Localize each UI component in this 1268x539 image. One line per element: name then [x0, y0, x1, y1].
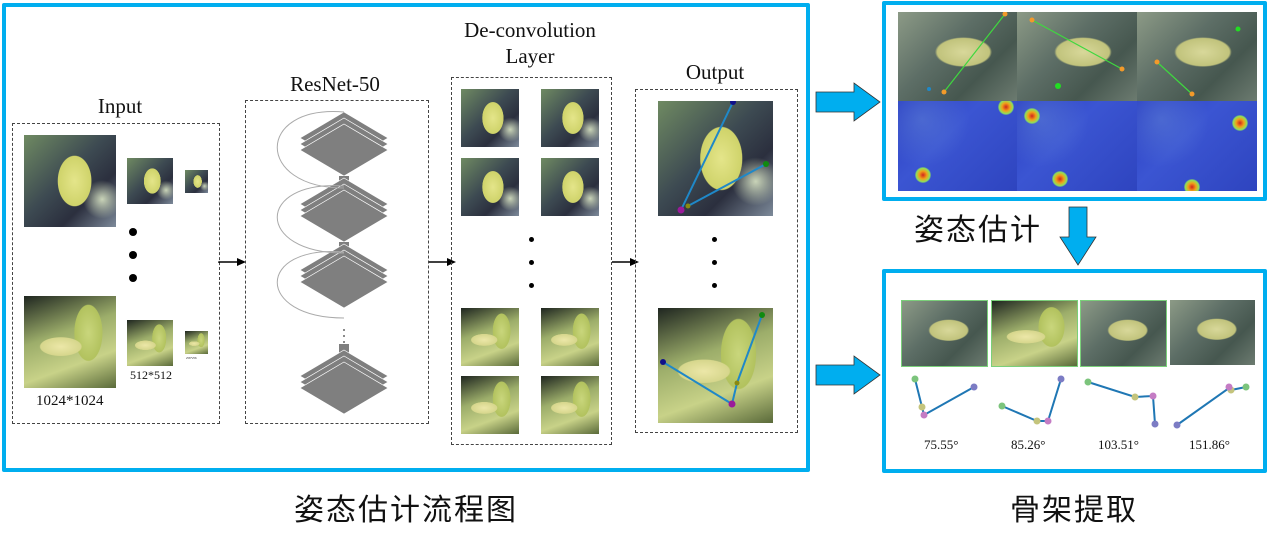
deconv-title-line2: Layer [505, 44, 555, 68]
angle-label-1: 75.55° [924, 437, 959, 452]
skeleton-1 [914, 378, 975, 417]
deconv-heatmap [461, 376, 519, 434]
flow-arrow [218, 258, 246, 266]
pose-keypoint-image-2 [1017, 12, 1137, 101]
input-box [12, 123, 220, 424]
deconv-box [451, 77, 612, 445]
resnet-diagram [276, 111, 389, 415]
arrow-down-icon [1059, 206, 1097, 266]
pose-keypoint-image-1 [898, 12, 1017, 101]
skeleton-panel [882, 269, 1267, 473]
angle-label-3: 103.51° [1098, 437, 1139, 452]
skeleton-overlay [660, 312, 765, 408]
input-image-medium-1 [127, 158, 173, 204]
deconv-title-line1: De-convolution [464, 18, 596, 42]
skeleton-overlay [677, 101, 769, 214]
arrow-to-skeleton-icon [815, 355, 881, 395]
pose-heatmap-1 [898, 101, 1017, 191]
ellipsis-dot [129, 251, 137, 259]
ellipsis-dot [712, 283, 717, 288]
flow-arrow [612, 258, 639, 266]
size-label-256: 256*256 [186, 356, 197, 360]
residual-block [299, 111, 389, 177]
pose-keypoint-image-3 [1137, 12, 1257, 101]
pipeline-panel [2, 3, 810, 472]
skeleton-plots [911, 375, 1250, 429]
resnet-title: ResNet-50 [290, 72, 380, 96]
output-box [635, 89, 798, 433]
skip-connection [276, 251, 345, 319]
skeleton-photo-1 [901, 300, 988, 367]
skeleton-photo-3 [1080, 300, 1167, 367]
deconv-heatmap [541, 158, 599, 216]
ellipsis-dot [712, 260, 717, 265]
deconv-heatmap [541, 376, 599, 434]
ellipsis-dot [529, 283, 534, 288]
input-image-small-1 [185, 170, 208, 193]
input-image-medium-2 [127, 320, 173, 366]
skip-connection [276, 185, 345, 254]
input-image-small-2 [185, 331, 208, 354]
ellipsis-dot [712, 237, 717, 242]
residual-block [299, 177, 389, 243]
pose-estimation-caption: 姿态估计 [914, 213, 1042, 248]
ellipsis-dot [529, 237, 534, 242]
skeleton-4 [1176, 386, 1247, 426]
output-image-2 [658, 308, 773, 423]
skeleton-3 [1087, 381, 1156, 425]
arrow-to-pose-icon [815, 82, 881, 122]
skip-connection [276, 111, 345, 189]
pipeline-caption: 姿态估计流程图 [294, 493, 518, 528]
skeleton-2 [1001, 378, 1062, 422]
deconv-heatmap [461, 89, 519, 147]
angle-label-2: 85.26° [1011, 437, 1046, 452]
pose-heatmap-3 [1137, 101, 1257, 191]
deconv-heatmap [461, 158, 519, 216]
deconv-heatmap [541, 89, 599, 147]
output-image-1 [658, 101, 773, 216]
ellipsis-dot [129, 228, 137, 236]
deconv-heatmap [461, 308, 519, 366]
skeleton-photo-4 [1170, 300, 1255, 365]
input-image-large-1 [24, 135, 116, 227]
skeleton-photo-2 [991, 300, 1078, 367]
angle-label-4: 151.86° [1189, 437, 1230, 452]
input-title: Input [97, 94, 143, 118]
pose-estimation-panel [882, 1, 1267, 201]
resnet-box [245, 100, 429, 424]
input-image-large-2 [24, 296, 116, 388]
pose-heatmap-2 [1017, 101, 1137, 191]
residual-block [299, 243, 389, 309]
residual-block [299, 349, 389, 415]
ellipsis-dot [529, 260, 534, 265]
output-title: Output [685, 60, 745, 84]
skeleton-caption: 骨架提取 [1010, 493, 1138, 528]
size-label-512: 512*512 [130, 368, 172, 382]
size-label-1024: 1024*1024 [36, 393, 104, 409]
deconv-heatmap [541, 308, 599, 366]
ellipsis-dot [129, 274, 137, 282]
